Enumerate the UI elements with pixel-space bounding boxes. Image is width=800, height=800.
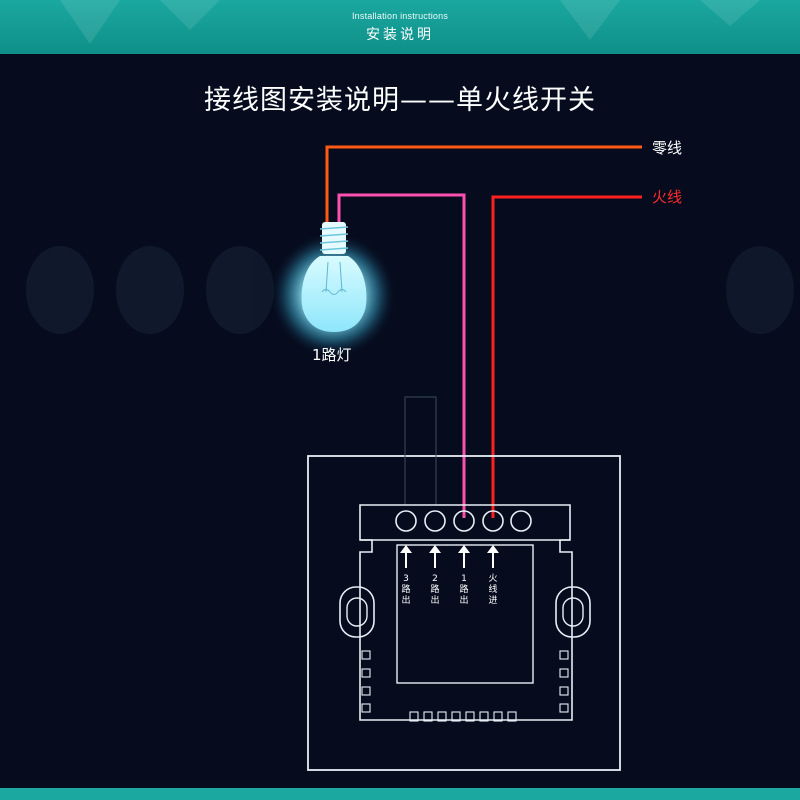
- neutral-wire-label: 零线: [652, 139, 683, 157]
- terminal-screw-live: [482, 510, 504, 532]
- terminal-label-2-char-2: 出: [430, 594, 439, 606]
- header-decoration: [60, 0, 120, 44]
- load-wire: [337, 193, 466, 518]
- terminal-label-3-char-2: 出: [401, 594, 410, 606]
- lamp-label: 1路灯: [312, 346, 352, 364]
- module-teeth: [361, 650, 569, 722]
- live-wire: [491, 195, 642, 518]
- terminal-screw-spare: [510, 510, 532, 532]
- terminal-label-1-char-0: 1: [461, 574, 467, 584]
- light-bulb-icon: [271, 222, 395, 357]
- header-decoration: [160, 0, 220, 30]
- terminal-label-3-char-0: 3: [403, 574, 409, 584]
- terminal-screw-1: [453, 510, 475, 532]
- terminal-arrows: [400, 545, 499, 568]
- terminal-label-live-char-0: 火: [488, 573, 497, 584]
- terminal-label-2-char-0: 2: [432, 574, 438, 584]
- mounting-clip-left: [339, 586, 375, 638]
- background-decoration: [26, 246, 794, 334]
- header-bar: Installation instructions 安装说明: [0, 0, 800, 54]
- terminal-label-1-char-2: 出: [459, 594, 468, 606]
- terminal-label-3-char-1: 路: [401, 583, 410, 595]
- switch-module: [359, 504, 573, 721]
- terminal-screw-3: [395, 510, 417, 532]
- header-decoration: [560, 0, 620, 40]
- header-subtitle: Installation instructions: [351, 11, 449, 21]
- switch-plate: [307, 455, 621, 771]
- header-title: 安装说明: [366, 27, 434, 43]
- header-decoration: [700, 0, 760, 26]
- terminal-label-2-char-1: 路: [430, 583, 439, 595]
- terminal-label-1-char-1: 路: [459, 583, 468, 595]
- terminal-label-live-char-1: 线: [488, 583, 497, 595]
- diagram-title: 接线图安装说明——单火线开关: [204, 85, 596, 116]
- terminal-label-live-char-2: 进: [488, 595, 497, 606]
- neutral-wire: [325, 145, 642, 222]
- footer-bar: [0, 788, 800, 800]
- terminal-screw-2: [424, 510, 446, 532]
- mounting-clip-right: [555, 586, 591, 638]
- live-wire-label: 火线: [652, 188, 683, 206]
